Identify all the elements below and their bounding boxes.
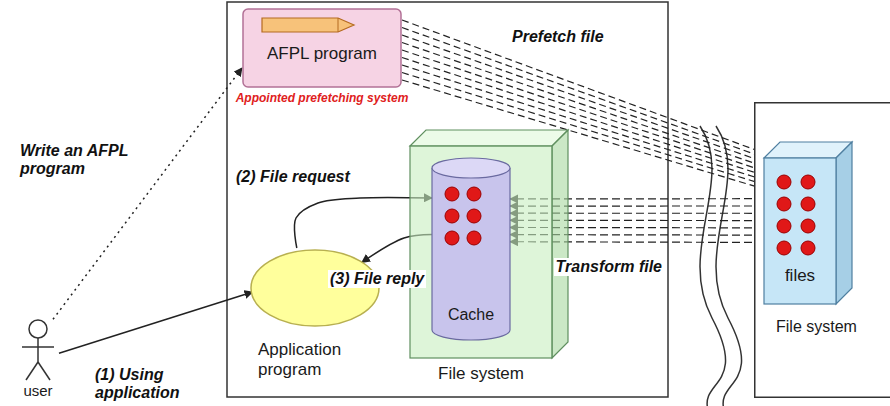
file-dot [467, 231, 481, 245]
remote-host-box: File system files [754, 102, 890, 398]
connector-line [59, 292, 253, 353]
edge-label: Write an AFPL program [20, 142, 145, 179]
edge-label: Prefetch file [510, 28, 606, 46]
edge-label: Transform file [554, 258, 664, 276]
node-label: files [764, 266, 836, 286]
cache-cylinder: Cache [432, 158, 510, 340]
program-box: AFPL programAppointed prefetching system [242, 8, 412, 116]
connector-line [402, 80, 769, 191]
node-label: File system [410, 364, 552, 384]
connector-line [402, 73, 769, 187]
node-label: user [8, 382, 68, 399]
file-dot [777, 219, 791, 233]
prefetch-arrows [402, 20, 769, 191]
node-label: AFPL program [242, 44, 402, 64]
edge-label: (3) File reply [328, 270, 426, 288]
user-figure: user [8, 318, 68, 404]
connector-line [53, 68, 242, 319]
file-dot [445, 187, 459, 201]
network-break-line [700, 126, 726, 406]
file-dot [467, 187, 481, 201]
edge-label: (2) File request [236, 168, 350, 186]
file-dot [445, 209, 459, 223]
file-dot [467, 209, 481, 223]
file-dot [777, 197, 791, 211]
node-label: File system [776, 318, 857, 336]
file-dot [777, 175, 791, 189]
files-box: files [764, 142, 854, 307]
write-arrow [53, 68, 242, 319]
node-label: Cache [432, 306, 510, 324]
connector-line [402, 35, 769, 164]
file-dot [801, 219, 815, 233]
connector-line [402, 28, 769, 160]
file-dot [801, 175, 815, 189]
connector-line [402, 65, 769, 182]
connector-line [402, 58, 769, 178]
network-break-line [716, 126, 742, 406]
file-dot [801, 241, 815, 255]
node-label: Application program [258, 340, 358, 379]
file-dot [777, 241, 791, 255]
file-dot [445, 231, 459, 245]
pencil-icon [262, 18, 354, 32]
application-ellipse: Application program [250, 248, 390, 388]
system-caption: Appointed prefetching system [236, 92, 409, 106]
file-dot [801, 197, 815, 211]
edge-label: (1) Using application [95, 366, 200, 403]
user-figure-outline [8, 318, 68, 382]
host-frame [227, 2, 668, 397]
use-arrow [59, 292, 253, 353]
